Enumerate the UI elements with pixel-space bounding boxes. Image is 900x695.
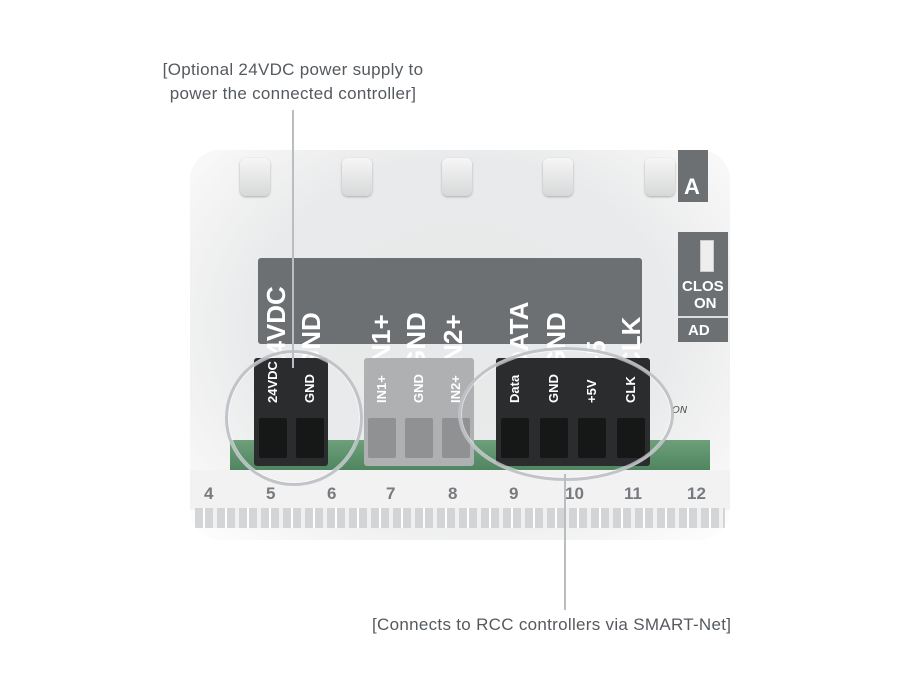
terminal-number-12: 12 — [687, 484, 706, 503]
dip-switch-icon — [700, 240, 714, 272]
leader-line-power — [292, 110, 294, 368]
conn-middle-pin-label-0: IN1+ — [374, 375, 390, 403]
board-button-1 — [240, 158, 270, 196]
terminal-number-5: 5 — [266, 484, 276, 503]
highlight-circle-smartnet — [458, 347, 674, 481]
callout-power-supply: [Optional 24VDC power supply to power th… — [148, 58, 438, 106]
terminal-number-9: 9 — [509, 484, 519, 503]
conn-middle-slot-0 — [368, 418, 397, 458]
side-panel-letter: A — [678, 150, 708, 202]
conn-middle-slot-1 — [405, 418, 433, 458]
leader-line-smartnet — [564, 474, 566, 610]
terminal-number-7: 7 — [386, 484, 396, 503]
terminal-number-8: 8 — [448, 484, 458, 503]
board-button-2 — [342, 158, 372, 196]
callout-smartnet: [Connects to RCC controllers via SMART-N… — [372, 615, 732, 634]
conn-middle-pin-label-1: GND — [411, 374, 426, 403]
board-button-3 — [442, 158, 472, 196]
board-button-4 — [543, 158, 573, 196]
board-button-5 — [645, 158, 675, 196]
terminal-number-11: 11 — [624, 484, 642, 503]
callout-power-line-1: [Optional 24VDC power supply to — [162, 60, 424, 79]
side-panel-switch: CLOS ON AD — [678, 232, 728, 342]
highlight-circle-power — [225, 350, 363, 486]
terminal-number-10: 10 — [565, 484, 584, 503]
terminal-number-4: 4 — [204, 484, 214, 503]
tiny-on-label: ON — [672, 405, 688, 416]
callout-power-line-2: power the connected controller] — [169, 84, 417, 103]
terminal-number-6: 6 — [327, 484, 337, 503]
terminal-screw-row — [195, 508, 725, 528]
